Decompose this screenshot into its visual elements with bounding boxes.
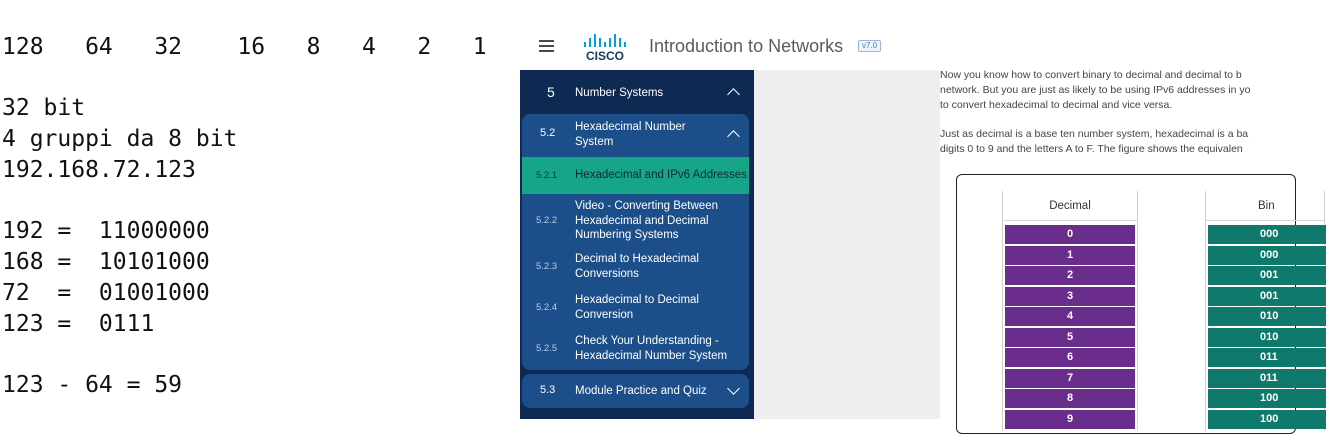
paragraph-line: Just as decimal is a base ten number sys… bbox=[940, 128, 1249, 140]
sidebar-section-module-practice[interactable]: 5.3 Module Practice and Quiz bbox=[522, 374, 749, 408]
item-label: Hexadecimal and IPv6 Addresses bbox=[575, 169, 747, 181]
sidebar-item-5-2-1[interactable]: 5.2.1 Hexadecimal and IPv6 Addresses bbox=[522, 157, 749, 194]
svg-text:CISCO: CISCO bbox=[586, 49, 624, 63]
note-bits: 32 bit bbox=[2, 95, 86, 121]
course-sidebar: 5 Number Systems 5.2 Hexadecimal Number … bbox=[520, 70, 754, 419]
binary-cell: 001 bbox=[1208, 286, 1326, 306]
conversion-192: 192 = 11000000 bbox=[2, 218, 210, 244]
item-number: 5.2.2 bbox=[536, 215, 558, 226]
item-number: 5.2.1 bbox=[536, 170, 558, 181]
binary-cell: 100 bbox=[1208, 409, 1326, 429]
binary-cell: 100 bbox=[1208, 389, 1326, 408]
sidebar-item-5-2-2[interactable]: 5.2.2 Video - Converting Between Hexadec… bbox=[522, 196, 749, 246]
notes-pane: 128 64 32 16 8 4 2 1 32 bit 4 gruppi da … bbox=[0, 0, 520, 425]
module-number: 5 bbox=[547, 84, 555, 100]
paragraph-line: network. But you are just as likely to b… bbox=[940, 84, 1251, 96]
item-number: 5.2.5 bbox=[536, 343, 558, 354]
item-label: Check Your Understanding - Hexadecimal N… bbox=[575, 335, 728, 362]
chevron-up-icon bbox=[727, 88, 740, 101]
item-number: 5.2.3 bbox=[536, 261, 558, 272]
decimal-cell: 1 bbox=[1005, 245, 1135, 265]
section-label: Module Practice and Quiz bbox=[575, 385, 707, 397]
content-gutter bbox=[754, 70, 940, 419]
decimal-cell: 2 bbox=[1005, 266, 1135, 285]
sidebar-item-5-2-5[interactable]: 5.2.5 Check Your Understanding - Hexadec… bbox=[522, 330, 749, 368]
decimal-cell: 8 bbox=[1005, 389, 1135, 408]
paragraph-line: to convert hexadecimal to decimal and vi… bbox=[940, 99, 1173, 111]
decimal-cell: 9 bbox=[1005, 409, 1135, 429]
sidebar-item-5-2-4[interactable]: 5.2.4 Hexadecimal to Decimal Conversion bbox=[522, 289, 749, 327]
item-label: Decimal to Hexadecimal Conversions bbox=[575, 253, 699, 280]
binary-cell: 000 bbox=[1208, 225, 1326, 244]
conversion-168: 168 = 10101000 bbox=[2, 249, 210, 275]
binary-column-header: Bin bbox=[1206, 191, 1324, 221]
module-label: Number Systems bbox=[575, 87, 664, 99]
decimal-cell: 7 bbox=[1005, 368, 1135, 388]
section-number: 5.2 bbox=[540, 127, 556, 139]
item-label: Video - Converting Between Hexadecimal a… bbox=[575, 200, 718, 241]
binary-cell: 010 bbox=[1208, 327, 1326, 347]
hamburger-menu-icon[interactable] bbox=[537, 36, 557, 56]
paragraph-line: digits 0 to 9 and the letters A to F. Th… bbox=[940, 143, 1243, 155]
chevron-up-icon bbox=[727, 130, 740, 143]
section-label: Hexadecimal Number System bbox=[575, 121, 686, 148]
binary-cell: 001 bbox=[1208, 266, 1326, 285]
conversion-123: 123 = 0111 bbox=[2, 311, 155, 337]
cisco-logo: CISCO bbox=[584, 34, 626, 63]
binary-cell: 000 bbox=[1208, 245, 1326, 265]
paragraph-line: Now you know how to convert binary to de… bbox=[940, 69, 1242, 81]
conversion-72: 72 = 01001000 bbox=[2, 280, 210, 306]
sidebar-module-number-systems[interactable]: 5 Number Systems bbox=[520, 74, 754, 110]
note-ip-address: 192.168.72.123 bbox=[2, 157, 196, 183]
decimal-column-header: Decimal bbox=[1003, 191, 1137, 221]
sidebar-item-5-2-3[interactable]: 5.2.3 Decimal to Hexadecimal Conversions bbox=[522, 248, 749, 286]
decimal-cell: 0 bbox=[1005, 225, 1135, 244]
powers-of-two-row: 128 64 32 16 8 4 2 1 bbox=[2, 34, 487, 60]
section-header[interactable]: 5.2 Hexadecimal Number System bbox=[522, 114, 749, 156]
binary-cell: 011 bbox=[1208, 368, 1326, 388]
decimal-cell: 3 bbox=[1005, 286, 1135, 306]
item-label: Hexadecimal to Decimal Conversion bbox=[575, 294, 699, 321]
course-header: CISCO Introduction to Networks v7.0 bbox=[520, 24, 1275, 70]
course-browser: CISCO Introduction to Networks v7.0 5 Nu… bbox=[520, 24, 1326, 434]
sidebar-section-hexadecimal: 5.2 Hexadecimal Number System 5.2.1 Hexa… bbox=[522, 114, 749, 370]
version-badge: v7.0 bbox=[858, 40, 882, 52]
binary-cell: 010 bbox=[1208, 307, 1326, 326]
decimal-cell: 4 bbox=[1005, 307, 1135, 326]
course-content: Now you know how to convert binary to de… bbox=[940, 69, 1326, 434]
binary-cell: 011 bbox=[1208, 348, 1326, 367]
decimal-cell: 6 bbox=[1005, 348, 1135, 367]
course-title: Introduction to Networks bbox=[649, 36, 844, 56]
item-number: 5.2.4 bbox=[536, 302, 558, 313]
subtraction-calc: 123 - 64 = 59 bbox=[2, 372, 183, 398]
note-groups: 4 gruppi da 8 bit bbox=[2, 126, 238, 152]
decimal-cell: 5 bbox=[1005, 327, 1135, 347]
section-number: 5.3 bbox=[540, 384, 556, 396]
chevron-down-icon bbox=[727, 382, 740, 395]
